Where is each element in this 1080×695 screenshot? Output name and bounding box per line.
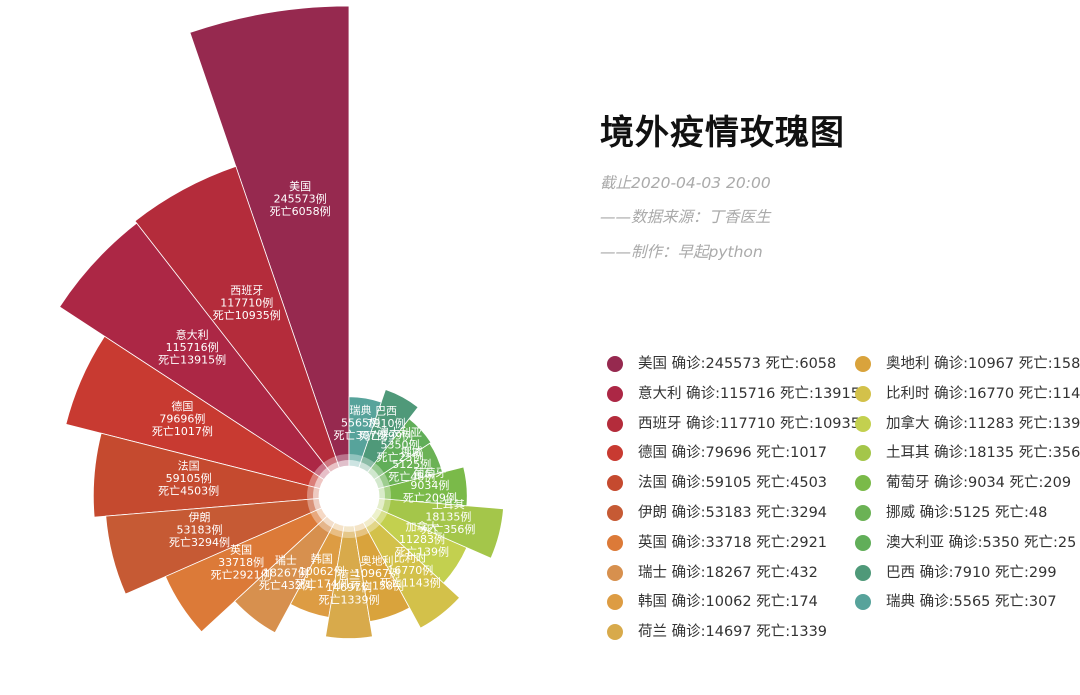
legend-dot [855, 415, 871, 432]
legend-dot [607, 475, 623, 492]
legend-label: 法国 确诊:59105 死亡:4503 [638, 475, 828, 492]
legend-label: 英国 确诊:33718 死亡:2921 [638, 534, 828, 551]
legend-label: 瑞士 确诊:18267 死亡:432 [638, 564, 818, 581]
legend-dot [607, 385, 623, 402]
legend-dot [607, 564, 623, 581]
legend-dot [607, 534, 623, 551]
legend-dot [855, 534, 871, 551]
legend-label: 伊朗 确诊:53183 死亡:3294 [638, 505, 828, 521]
legend-dot [607, 594, 623, 611]
legend-label: 葡萄牙 确诊:9034 死亡:209 [886, 475, 1072, 492]
legend-label: 西班牙 确诊:117710 死亡:10935 [638, 415, 860, 432]
legend-label: 意大利 确诊:115716 死亡:13915 [638, 385, 860, 402]
legend-label: 韩国 确诊:10062 死亡:174 [638, 594, 818, 611]
legend-label: 澳大利亚 确诊:5350 死亡:25 [886, 534, 1077, 551]
legend-label: 瑞典 确诊:5565 死亡:307 [886, 594, 1057, 611]
legend-dot [607, 415, 623, 432]
subtitle-author: ——制作：早起python [600, 243, 763, 261]
legend-label: 德国 确诊:79696 死亡:1017 [638, 445, 828, 462]
legend-label: 奥地利 确诊:10967 死亡:158 [886, 356, 1080, 372]
legend-dot [855, 594, 871, 611]
legend-dot [855, 385, 871, 402]
legend-dot [855, 475, 871, 492]
subtitle-source: ——数据来源：丁香医生 [600, 208, 771, 226]
legend-label: 巴西 确诊:7910 死亡:299 [886, 564, 1057, 581]
subtitle-date: 截止2020-04-03 20:00 [600, 174, 771, 192]
rose-sectors [58, 5, 504, 639]
legend-label: 比利时 确诊:16770 死亡:1143 [886, 385, 1080, 402]
legend-dot [607, 356, 623, 372]
legend-dot [607, 445, 623, 462]
legend-label: 土耳其 确诊:18135 死亡:356 [886, 445, 1080, 462]
legend-dot [855, 356, 871, 372]
legend-label: 挪威 确诊:5125 死亡:48 [886, 505, 1048, 521]
legend-dot [855, 505, 871, 521]
legend-label: 加拿大 确诊:11283 死亡:139 [886, 415, 1080, 432]
legend-label: 美国 确诊:245573 死亡:6058 [638, 356, 837, 372]
legend-dot [855, 564, 871, 581]
center-hole [326, 473, 372, 519]
legend-dot [855, 445, 871, 462]
legend-dot [607, 505, 623, 521]
chart-title: 境外疫情玫瑰图 [600, 113, 845, 153]
legend-dot [607, 624, 623, 641]
legend-label: 荷兰 确诊:14697 死亡:1339 [638, 624, 828, 641]
rose-center [307, 454, 391, 538]
